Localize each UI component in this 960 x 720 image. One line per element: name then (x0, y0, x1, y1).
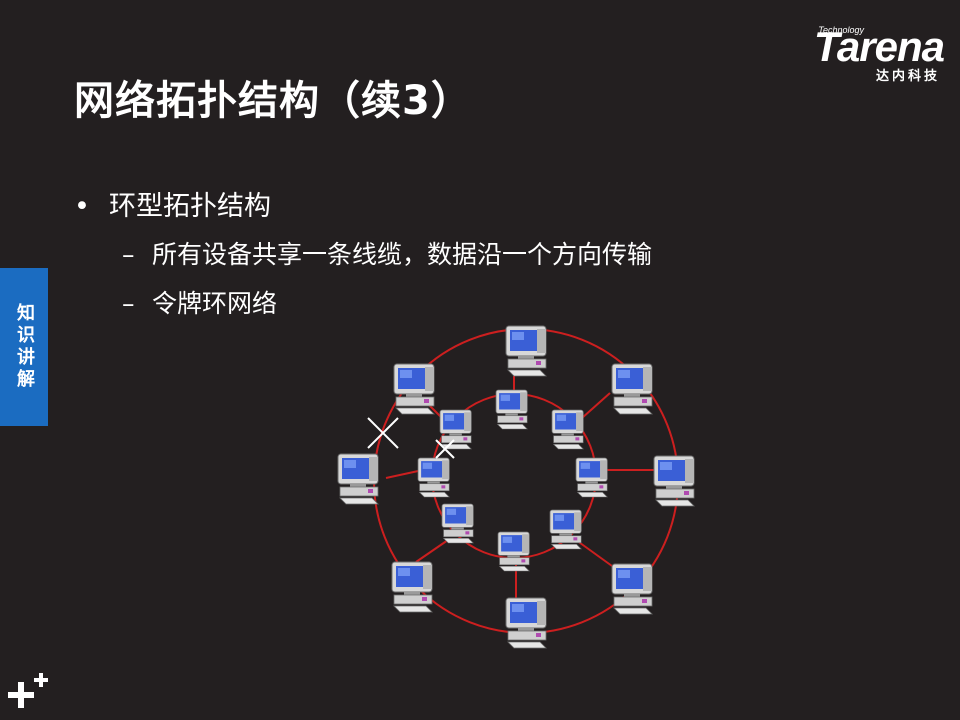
computer-icon (611, 563, 653, 615)
computer-icon (549, 509, 582, 550)
bullet-marker: • (74, 191, 90, 222)
tarena-logo: Technology Tarena 达内科技 (779, 20, 945, 84)
computer-icon (611, 363, 653, 415)
logo-technology: Technology (818, 25, 864, 35)
computer-icon (505, 597, 547, 649)
sub-bullet-token-ring: –令牌环网络 (122, 284, 277, 320)
break-mark-inner (435, 439, 455, 459)
computer-icon (391, 561, 433, 613)
computer-icon (495, 389, 528, 430)
computer-icon (337, 453, 379, 505)
logo-chinese: 达内科技 (875, 69, 940, 84)
sub-bullet-text: 所有设备共享一条线缆，数据沿一个方向传输 (152, 240, 653, 269)
plus-icon (8, 673, 48, 708)
logo-brand: Tarena (813, 23, 945, 70)
sub-bullet-text: 令牌环网络 (152, 289, 278, 318)
computer-icon (551, 409, 584, 450)
computer-icon (441, 503, 474, 544)
computer-icon (575, 457, 608, 498)
computer-icon (393, 363, 435, 415)
knowledge-tab: 知识讲解 (0, 268, 48, 426)
bullet-text: 环型拓扑结构 (109, 191, 271, 222)
sub-bullet-shared-cable: –所有设备共享一条线缆，数据沿一个方向传输 (122, 235, 652, 271)
computer-icon (497, 531, 530, 572)
bullet-ring-topology: • 环型拓扑结构 (74, 184, 271, 223)
ring-topology-diagram (337, 325, 695, 649)
sub-marker: – (122, 289, 135, 318)
computer-icon (653, 455, 695, 507)
sub-marker: – (122, 240, 135, 269)
knowledge-tab-label: 知识讲解 (14, 303, 35, 391)
computer-icon (439, 409, 472, 450)
computer-icon (505, 325, 547, 377)
break-mark-outer (367, 417, 399, 449)
slide-title: 网络拓扑结构（续3） (74, 78, 472, 124)
